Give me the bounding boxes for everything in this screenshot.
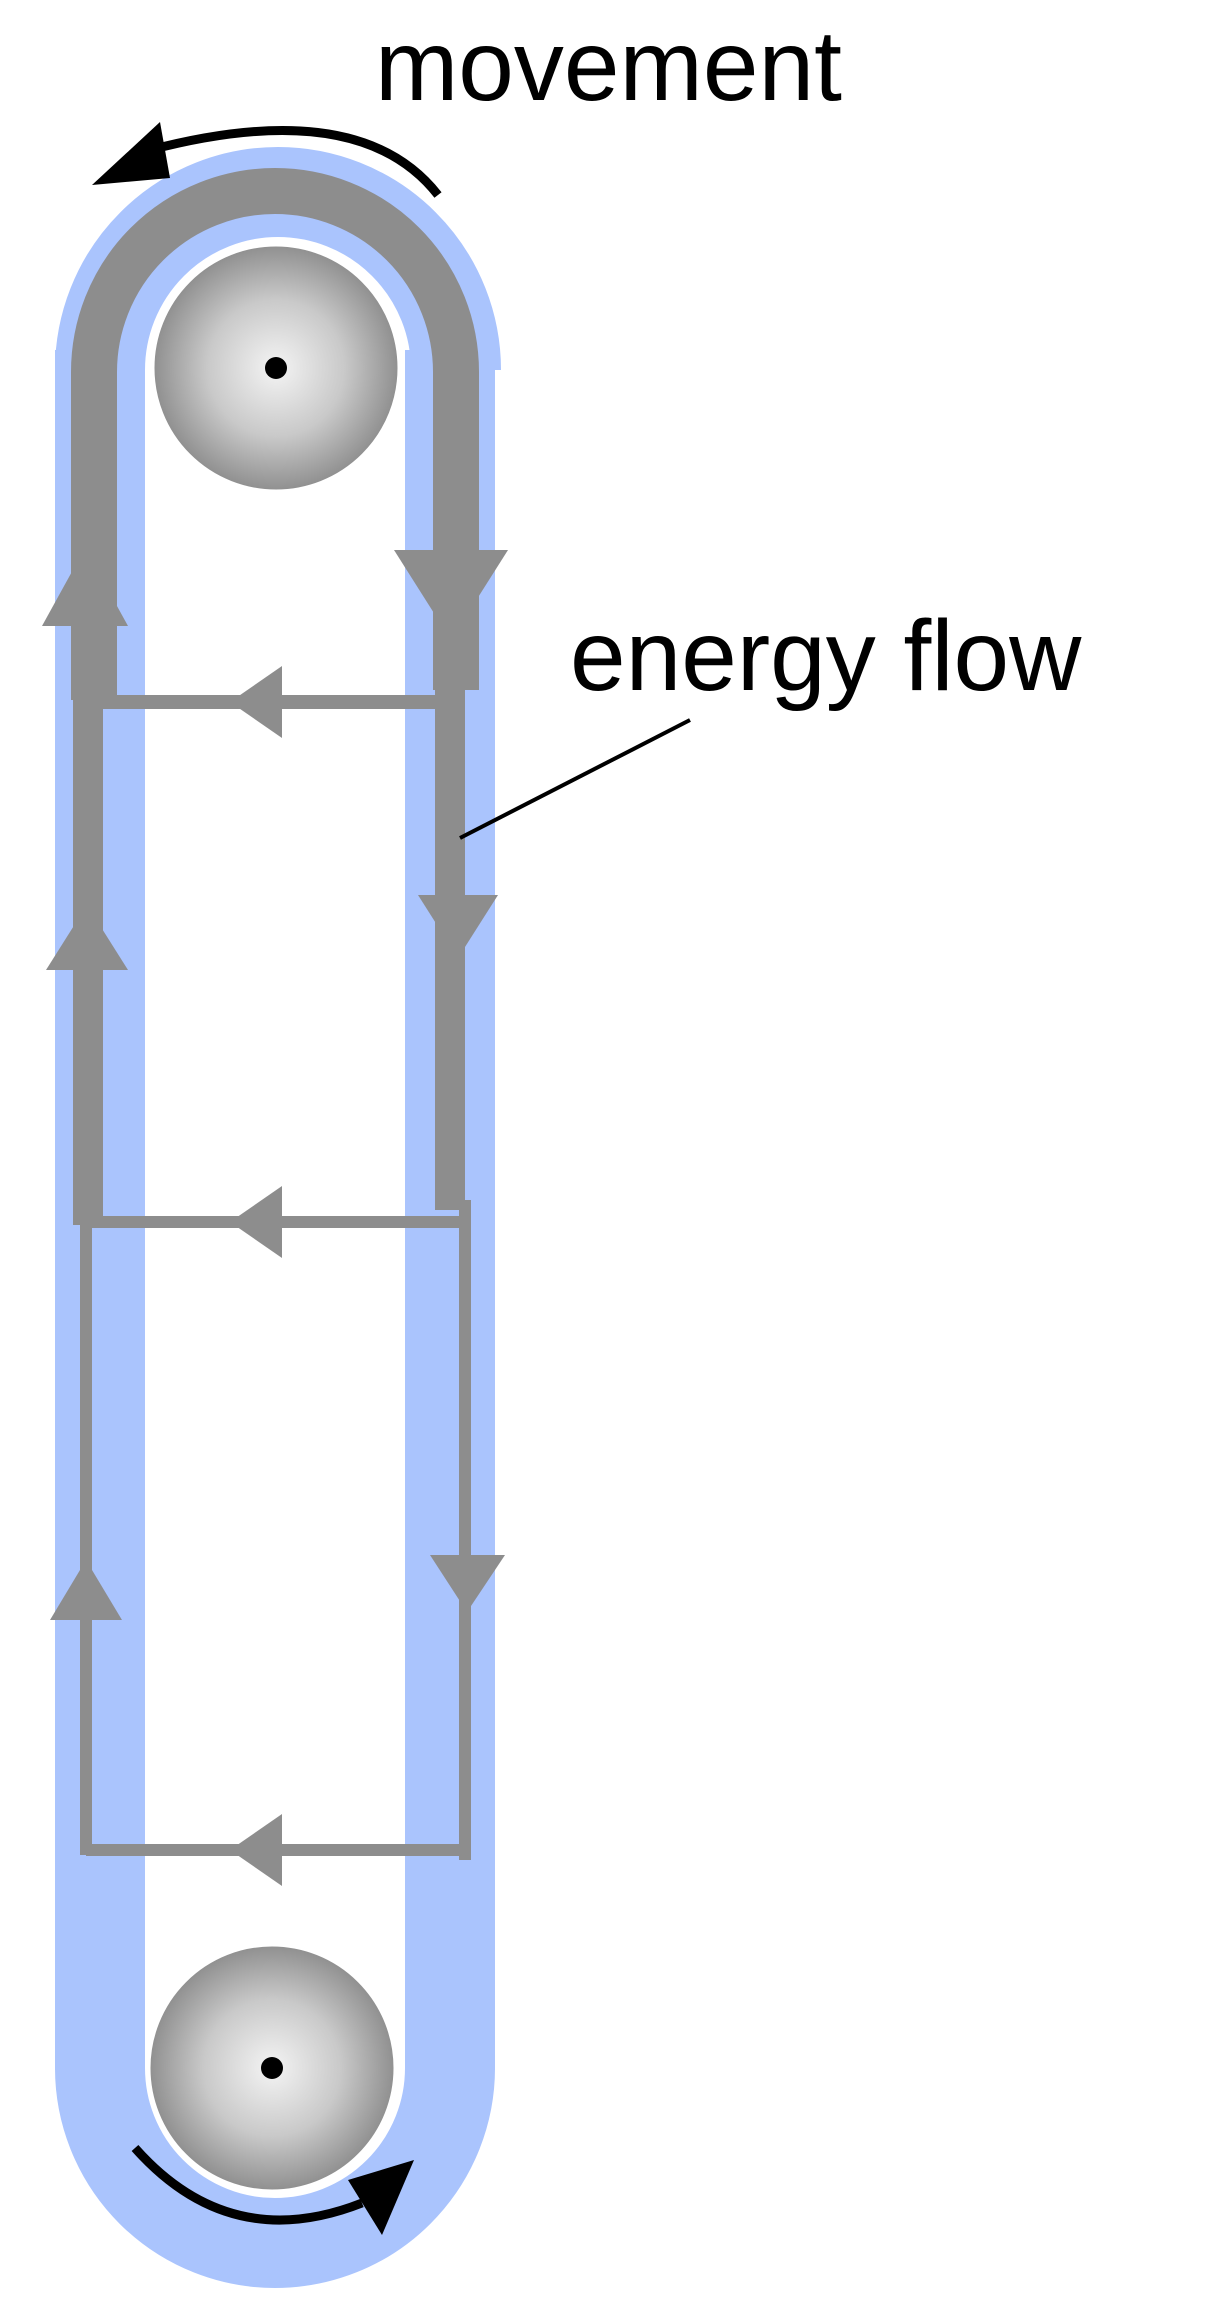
pulley-axle bbox=[261, 2057, 283, 2079]
triangle-arrow-icon bbox=[394, 550, 508, 640]
triangle-arrow-icon bbox=[430, 1555, 505, 1612]
triangle-arrow-icon bbox=[46, 905, 128, 970]
flow-top-loop bbox=[71, 168, 479, 700]
movement-arrows bbox=[92, 122, 442, 2235]
movement-label: movement bbox=[375, 10, 842, 122]
flow-arrowheads bbox=[42, 548, 508, 1886]
triangle-arrow-icon bbox=[50, 1560, 122, 1620]
curved-arrow-icon bbox=[148, 126, 442, 198]
curved-arrow-icon bbox=[131, 2145, 364, 2225]
arrowhead-bottom bbox=[348, 2160, 414, 2235]
top-pulley bbox=[149, 241, 403, 495]
triangle-arrow-icon bbox=[230, 1814, 282, 1886]
belt-bottom-curve bbox=[55, 2067, 495, 2288]
triangle-arrow-icon bbox=[230, 1186, 282, 1258]
bottom-pulley bbox=[145, 1941, 399, 2195]
pulley-axle bbox=[265, 357, 287, 379]
triangle-arrow-icon bbox=[230, 666, 282, 738]
energy-flow-leader-line bbox=[459, 718, 691, 840]
triangle-arrow-icon bbox=[42, 548, 128, 626]
triangle-arrow-icon bbox=[418, 895, 498, 958]
energy-flow-label: energy flow bbox=[570, 600, 1082, 712]
arrowhead-top bbox=[92, 122, 170, 185]
